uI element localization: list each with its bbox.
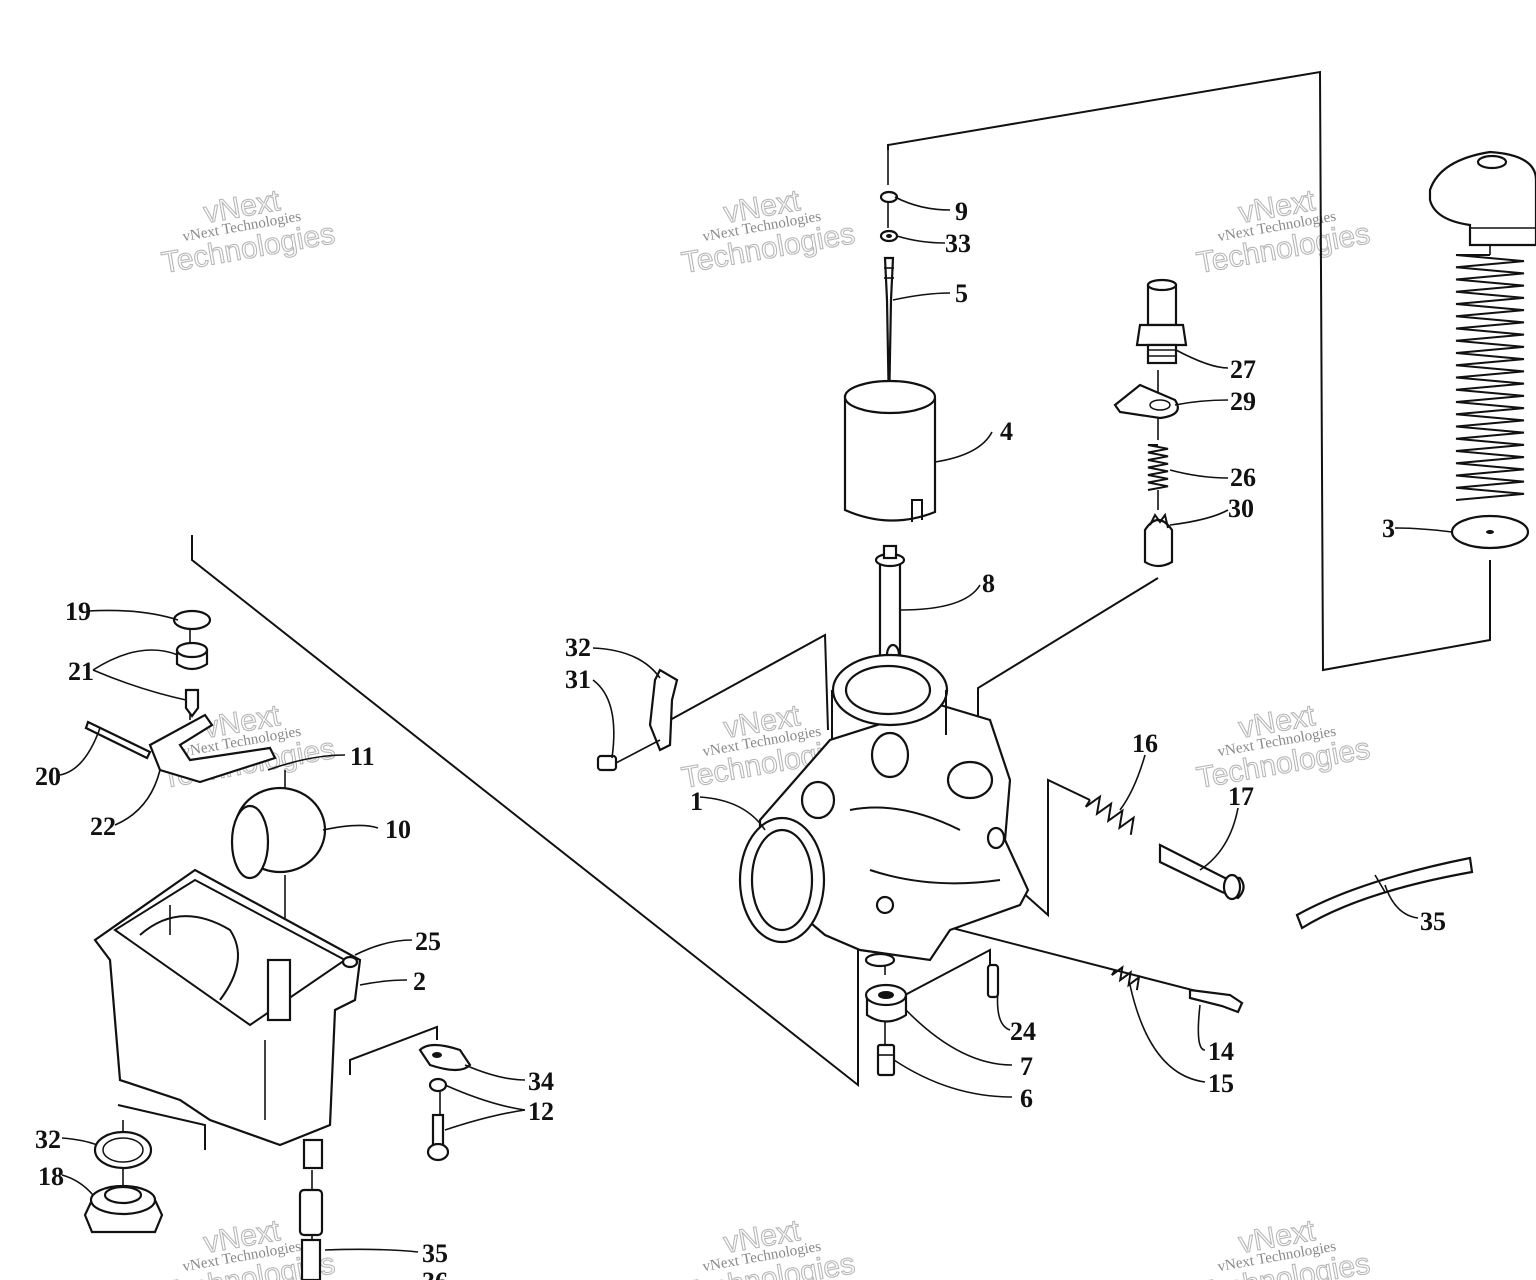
needle-clip [879, 190, 899, 204]
spring-coil [1455, 254, 1525, 501]
idle-adjust-screw [1158, 843, 1245, 901]
part-labels: 9 33 5 4 8 27 29 26 30 3 32 31 1 16 17 3… [35, 197, 1446, 1280]
leader-lines [59, 196, 1453, 1253]
label-part-27: 27 [1230, 355, 1256, 384]
label-part-29: 30 [1228, 494, 1254, 523]
pilot-spring [1147, 444, 1169, 491]
drain-plug [83, 1184, 164, 1234]
label-part-16: 16 [1132, 729, 1158, 758]
label-part-26: 26 [1230, 463, 1256, 492]
label-part-35-right: 35 [1420, 907, 1446, 936]
label-part-8: 8 [982, 569, 995, 598]
carb-top-cap [1428, 150, 1536, 247]
label-part-6: 6 [1020, 1084, 1033, 1113]
throttle-return-spring [1455, 254, 1525, 501]
choke-lever [648, 668, 679, 752]
idle-screw-spring [1084, 794, 1135, 835]
air-adjust-screw [1188, 988, 1244, 1014]
float-arm [148, 713, 277, 784]
label-part-19: 19 [65, 597, 91, 626]
overflow-tube-fitting [298, 1138, 324, 1280]
needle-washer [879, 229, 899, 243]
label-part-32: 32 [35, 1125, 61, 1154]
label-part-24: 24 [1010, 1017, 1036, 1046]
label-part-14: 14 [1208, 1037, 1234, 1066]
main-jet [876, 1043, 896, 1077]
float-valve-seat [175, 641, 209, 671]
float-valve-seat-gasket [172, 609, 212, 631]
label-part-10: 10 [385, 815, 411, 844]
label-part-15: 15 [1208, 1069, 1234, 1098]
label-part-31: 32 [565, 633, 591, 662]
label-part-1: 1 [690, 787, 703, 816]
label-part-28: 29 [1230, 387, 1256, 416]
label-part-34: 34 [528, 1067, 554, 1096]
pilot-jet-holder [1135, 278, 1188, 365]
label-part-9: 9 [955, 197, 968, 226]
float-bowl [93, 868, 362, 1147]
spring-coil [1111, 965, 1141, 991]
carburetor-body [738, 653, 1030, 968]
label-part-7: 7 [1020, 1052, 1033, 1081]
fuel-hose-right [1295, 856, 1474, 930]
label-part-25: 25 [415, 927, 441, 956]
pilot-gasket [1113, 383, 1179, 420]
label-part-2: 2 [413, 967, 426, 996]
air-screw-spring [1111, 965, 1141, 991]
throttle-slide-tube [874, 544, 906, 672]
label-part-33: 33 [945, 229, 971, 258]
pilot-plunger [1143, 512, 1174, 568]
bowl-screw [426, 1077, 450, 1162]
pilot-jet [986, 963, 1000, 999]
label-part-21: 21 [68, 657, 94, 686]
bowl-clamp-plate [418, 1043, 472, 1072]
label-part-12: 12 [528, 1097, 554, 1126]
drain-plug-gasket [93, 1130, 153, 1170]
label-part-36: 36 [422, 1267, 448, 1280]
throttle-valve [843, 379, 937, 522]
float-pin [84, 720, 152, 760]
label-part-4: 4 [1000, 417, 1013, 446]
label-part-20: 20 [35, 762, 61, 791]
label-part-18: 18 [38, 1162, 64, 1191]
float [230, 786, 327, 880]
label-part-30: 31 [565, 665, 591, 694]
spring-coil [1084, 794, 1135, 835]
bowl-screw-washer [341, 955, 359, 969]
lever-screw [596, 739, 661, 772]
label-part-5: 5 [955, 279, 968, 308]
needle-jet-nut [864, 983, 908, 1023]
label-part-17: 17 [1228, 782, 1254, 811]
label-part-22: 22 [90, 812, 116, 841]
jet-needle [883, 256, 895, 411]
spring-coil [1147, 444, 1169, 491]
label-part-3: 3 [1382, 514, 1395, 543]
label-part-11: 11 [350, 742, 375, 771]
label-part-35-left: 35 [422, 1239, 448, 1268]
float-needle [184, 688, 200, 718]
spring-seat-washer [1450, 514, 1530, 550]
